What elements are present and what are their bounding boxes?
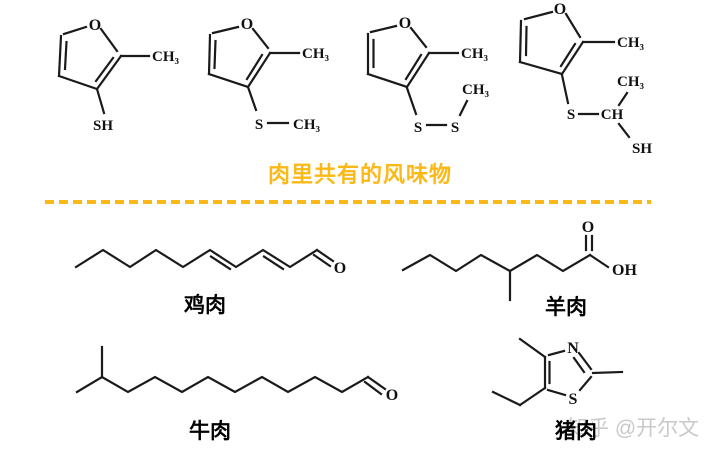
- bonds: [366, 24, 469, 127]
- atom-label-sh: SH: [632, 141, 652, 157]
- atom-label-oh: OH: [612, 262, 637, 279]
- lamb-compound-structure: O OH: [401, 219, 637, 302]
- atom-label-o: O: [554, 1, 566, 18]
- zhihu-watermark: 知乎 @开尔文: [567, 417, 700, 440]
- methylthio-furan-structure: O CH₃ S CH₃: [207, 16, 330, 133]
- section-title: 肉里共有的风味物: [267, 162, 452, 187]
- beef-compound-structure: O: [75, 345, 398, 404]
- atom-label-o: O: [334, 260, 346, 277]
- chicken-compound-structure: O: [74, 248, 346, 277]
- atom-label-s: S: [569, 391, 578, 408]
- atom-label-ch3: CH₃: [302, 46, 330, 62]
- bonds: [491, 337, 624, 407]
- atom-label-o: O: [241, 16, 253, 33]
- atom-label-o: O: [386, 387, 398, 404]
- atom-label-o: O: [89, 17, 101, 34]
- bonds: [401, 234, 610, 302]
- chicken-label: 鸡肉: [184, 294, 226, 317]
- dashed-divider: [45, 200, 651, 204]
- lamb-label: 羊肉: [545, 296, 587, 319]
- atom-label-sh: SH: [93, 118, 113, 134]
- atom-label-s-ch3: CH₃: [293, 117, 321, 133]
- furyl-disulfide-structure: O CH₃ S S CH₃: [366, 15, 490, 136]
- pork-label: 猪肉: [555, 420, 597, 443]
- atom-label-s-ch3: CH₃: [462, 82, 490, 98]
- bonds: [75, 345, 387, 396]
- bonds: [74, 248, 335, 271]
- pork-compound-structure: N S: [491, 337, 624, 408]
- atom-label-ch: CH: [601, 107, 624, 123]
- atom-label-o: O: [582, 219, 594, 236]
- atom-label-o: O: [399, 15, 411, 32]
- furanthiol-structure: O CH₃ SH: [57, 17, 180, 134]
- furylthio-ethanethiol-structure: O CH₃ S CH CH₃ SH: [518, 1, 652, 157]
- atom-label-ch3: CH₃: [152, 49, 180, 65]
- bonds: [57, 25, 151, 115]
- atom-label-ch3: CH₃: [617, 35, 645, 51]
- atom-label-s: S: [567, 107, 575, 123]
- bonds: [518, 10, 631, 139]
- atom-label-n: N: [567, 340, 579, 357]
- bonds: [207, 25, 301, 125]
- atom-label-s: S: [255, 117, 263, 133]
- atom-label-ch3: CH₃: [461, 46, 489, 62]
- atom-label-s1: S: [414, 120, 422, 136]
- beef-label: 牛肉: [189, 420, 231, 443]
- atom-label-ch-ch3: CH₃: [617, 74, 645, 90]
- atom-label-s2: S: [451, 120, 459, 136]
